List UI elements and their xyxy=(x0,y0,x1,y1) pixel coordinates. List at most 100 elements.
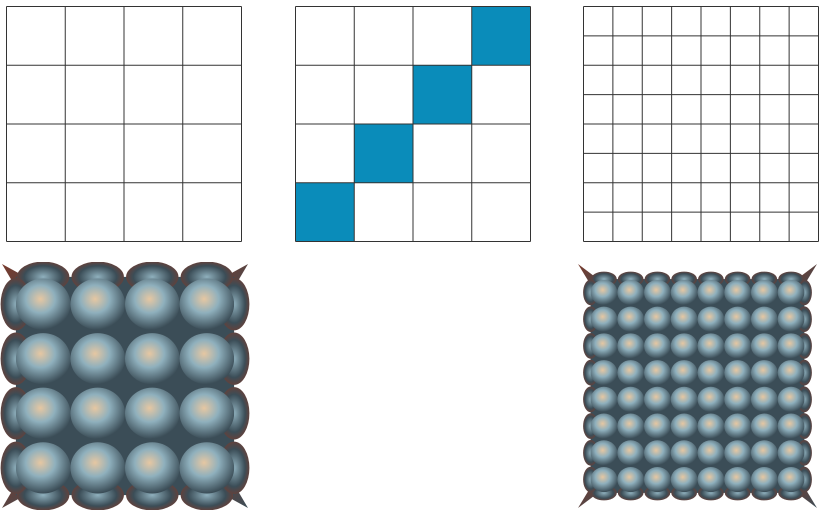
grid-8x8-plain xyxy=(583,6,819,242)
grid-cell xyxy=(701,65,730,94)
grid-cell xyxy=(584,7,613,36)
surface-bump xyxy=(751,307,778,332)
surface-bump xyxy=(671,280,698,305)
surface-bump xyxy=(698,387,725,412)
surface-bump xyxy=(644,360,671,385)
surface-bump xyxy=(778,387,805,412)
surface-bump xyxy=(724,280,751,305)
grid-cell xyxy=(672,95,701,124)
surface-bump xyxy=(724,440,751,465)
surface-bump xyxy=(698,360,725,385)
grid-cell xyxy=(730,124,759,153)
surface-bump xyxy=(644,387,671,412)
grid-cell xyxy=(183,7,242,66)
grid-cell xyxy=(701,124,730,153)
grid-cell xyxy=(789,95,818,124)
surface-bump xyxy=(125,442,180,493)
surface-bump xyxy=(591,333,618,358)
grid-cell xyxy=(672,36,701,65)
surface-bump xyxy=(591,467,618,492)
grid-cell xyxy=(613,95,642,124)
surface-bump xyxy=(671,333,698,358)
grid-cell xyxy=(124,7,183,66)
surface-bump xyxy=(180,388,235,439)
grid-cell xyxy=(701,36,730,65)
surface-bump xyxy=(70,279,125,330)
surface-bump xyxy=(698,414,725,439)
surface-bump xyxy=(591,387,618,412)
surface-bump xyxy=(617,360,644,385)
surface-bump xyxy=(125,388,180,439)
grid-cell xyxy=(701,153,730,182)
surface-coarse-render xyxy=(0,262,250,510)
grid-4x4-plain xyxy=(6,6,242,242)
surface-bump xyxy=(778,280,805,305)
surface-bump xyxy=(724,360,751,385)
surface-bump xyxy=(591,360,618,385)
surface-bump xyxy=(617,414,644,439)
grid-cell xyxy=(672,183,701,212)
surface-bump xyxy=(751,440,778,465)
grid-cell xyxy=(789,153,818,182)
grid-cell xyxy=(354,65,413,124)
grid-cell xyxy=(584,65,613,94)
grid-cell xyxy=(789,124,818,153)
grid-cell xyxy=(730,153,759,182)
surface-body xyxy=(578,264,817,508)
grid-cell xyxy=(354,183,413,242)
grid-cell xyxy=(65,65,124,124)
surface-bump xyxy=(617,387,644,412)
grid-cell xyxy=(584,124,613,153)
grid-cell xyxy=(613,65,642,94)
grid-cell xyxy=(183,65,242,124)
surface-bump xyxy=(617,333,644,358)
grid-cell xyxy=(789,212,818,241)
grid-cell xyxy=(760,124,789,153)
grid-cell xyxy=(789,7,818,36)
surface-bump xyxy=(778,307,805,332)
grid-cell xyxy=(584,153,613,182)
grid-cell xyxy=(7,124,66,183)
grid-cell xyxy=(701,183,730,212)
grid-cell xyxy=(760,183,789,212)
surface-bump xyxy=(751,467,778,492)
grid-cell xyxy=(642,183,671,212)
surface-bump xyxy=(644,467,671,492)
surface-bump xyxy=(671,360,698,385)
grid-cell xyxy=(789,36,818,65)
surface-bump xyxy=(778,414,805,439)
surface-bump xyxy=(751,414,778,439)
grid-cell xyxy=(584,36,613,65)
surface-bump xyxy=(671,387,698,412)
highlighted-cell xyxy=(413,65,472,124)
grid-cell xyxy=(472,65,531,124)
grid-cell xyxy=(472,124,531,183)
surface-bump xyxy=(778,360,805,385)
surface-bump xyxy=(751,280,778,305)
grid-cell xyxy=(183,124,242,183)
grid-cell xyxy=(65,124,124,183)
grid-cell xyxy=(672,65,701,94)
surface-bump xyxy=(591,307,618,332)
surface-bump xyxy=(751,387,778,412)
grid-cell xyxy=(701,212,730,241)
grid-4x4-antidiagonal xyxy=(295,6,531,242)
surface-bump xyxy=(724,467,751,492)
grid-cell xyxy=(730,65,759,94)
grid-cell xyxy=(760,65,789,94)
surface-bump xyxy=(644,333,671,358)
grid-cell xyxy=(613,183,642,212)
grid-cell xyxy=(672,212,701,241)
highlighted-cell xyxy=(472,7,531,66)
surface-bump xyxy=(698,280,725,305)
grid-cell xyxy=(296,7,355,66)
grid-cell xyxy=(7,183,66,242)
surface-bump xyxy=(698,333,725,358)
surface-bump xyxy=(724,387,751,412)
surface-bump xyxy=(671,414,698,439)
grid-cell xyxy=(730,36,759,65)
surface-bump xyxy=(644,280,671,305)
surface-bump xyxy=(617,467,644,492)
grid-cell xyxy=(584,212,613,241)
grid-cell xyxy=(642,7,671,36)
